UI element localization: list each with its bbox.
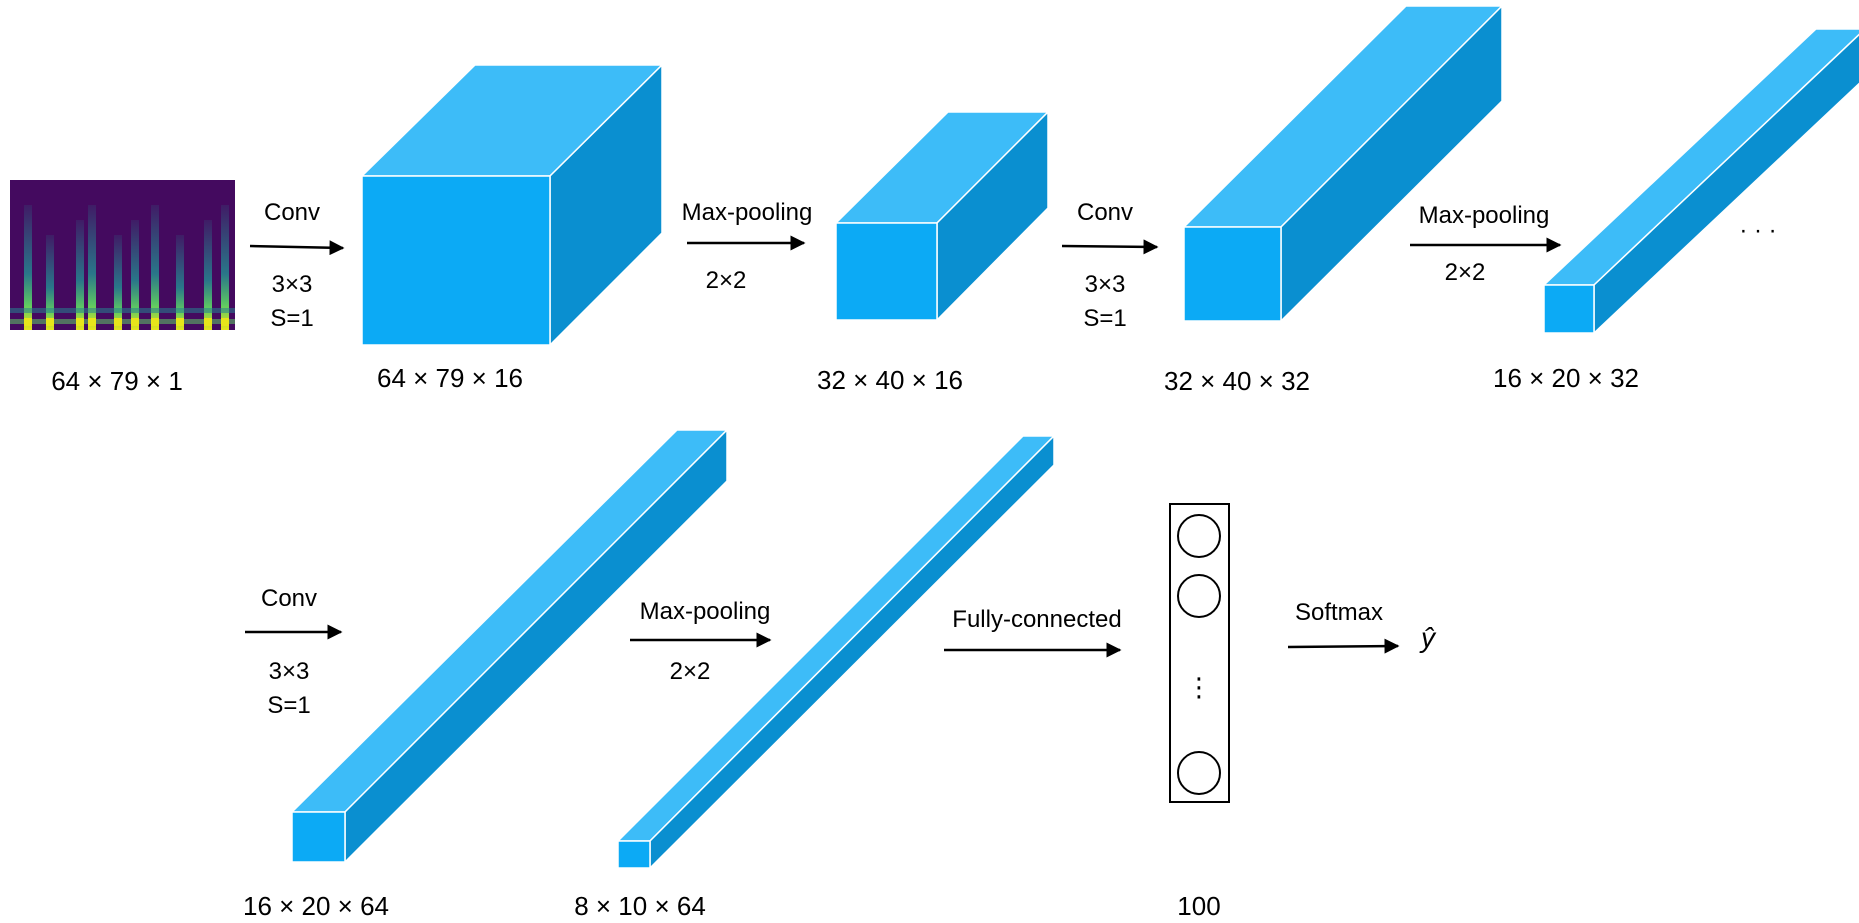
spectrogram-peak (24, 318, 32, 326)
spectrogram-harmonic (10, 319, 235, 324)
op-name: Fully-connected (952, 606, 1121, 633)
spectrogram-peak (221, 318, 229, 326)
arrow (249, 240, 345, 256)
maxpool-op-3: Max-pooling 2×2 (630, 598, 772, 685)
input-dims-label: 64 × 79 × 1 (51, 366, 183, 396)
maxpool-op-2: Max-pooling 2×2 (1410, 202, 1562, 286)
op-stride: S=1 (270, 305, 313, 332)
output-y-hat: ŷ (1419, 622, 1437, 653)
conv-op-3: Conv 3×3 S=1 (245, 585, 343, 719)
feature-map-6-dims: 8 × 10 × 64 (574, 891, 706, 921)
continuation-ellipsis: · · · (1739, 217, 1776, 244)
spectrogram-peak (114, 318, 122, 326)
neuron-ellipsis: ⋮ (1186, 672, 1212, 702)
spectrogram-peak (176, 318, 184, 326)
cube-front (1183, 226, 1282, 322)
op-stride: S=1 (1083, 305, 1126, 332)
spectrogram-band (131, 220, 139, 330)
arrow (1061, 239, 1159, 255)
arrow (1287, 638, 1400, 654)
spectrogram-harmonic (10, 308, 235, 313)
spectrogram-band (204, 220, 212, 330)
op-pool-size: 2×2 (670, 658, 711, 685)
neuron (1177, 751, 1221, 795)
conv-op-1: Conv 3×3 S=1 (249, 199, 345, 332)
spectrogram-peak (76, 318, 84, 326)
feature-map-5-dims: 16 × 20 × 64 (243, 891, 389, 921)
feature-map-1 (361, 64, 663, 346)
op-name: Max-pooling (640, 598, 771, 625)
spectrogram-peak (131, 318, 139, 326)
op-name: Conv (261, 585, 317, 612)
cube-front (361, 175, 551, 346)
cube-top (1543, 28, 1859, 286)
op-kernel: 3×3 (269, 658, 310, 685)
op-name: Max-pooling (682, 199, 813, 226)
feature-map-3 (1183, 5, 1503, 322)
spectrogram-peak (88, 318, 96, 326)
cube-front (835, 222, 938, 321)
feature-map-4-dims: 16 × 20 × 32 (1493, 363, 1639, 393)
spectrogram-band (24, 205, 32, 330)
cube-front (1543, 284, 1595, 334)
op-name: Softmax (1295, 599, 1383, 626)
fc-layer-box (1169, 503, 1230, 803)
softmax-op: Softmax (1287, 599, 1400, 654)
spectrogram-band (88, 205, 96, 330)
neuron (1177, 514, 1221, 558)
feature-map-5 (291, 429, 728, 863)
fc-layer: ⋮ (1169, 503, 1230, 803)
feature-map-4 (1543, 28, 1859, 334)
feature-map-1-dims: 64 × 79 × 16 (377, 363, 523, 393)
spectrogram-peak (46, 318, 54, 326)
spectrogram-band (114, 235, 122, 330)
op-kernel: 3×3 (272, 271, 313, 298)
op-name: Max-pooling (1419, 202, 1550, 229)
cube-front (291, 811, 346, 863)
op-stride: S=1 (267, 692, 310, 719)
input-spectrogram (10, 180, 235, 330)
cube-side (1593, 33, 1859, 334)
fc-layer-dims: 100 (1177, 891, 1220, 921)
cube-side (649, 435, 1055, 869)
feature-map-3-dims: 32 × 40 × 32 (1164, 366, 1310, 396)
spectrogram-band (76, 220, 84, 330)
op-pool-size: 2×2 (706, 267, 747, 294)
spectrogram-band (176, 235, 184, 330)
cube-front (617, 840, 651, 869)
spectrogram-band (151, 205, 159, 330)
maxpool-op-1: Max-pooling 2×2 (682, 199, 813, 294)
neuron (1177, 574, 1221, 618)
spectrogram-peak (204, 318, 212, 326)
spectrogram-band (46, 235, 54, 330)
spectrogram-peak (151, 318, 159, 326)
feature-map-6 (617, 435, 1055, 869)
op-name: Conv (264, 199, 320, 226)
feature-map-2 (835, 111, 1049, 321)
fully-connected-op: Fully-connected (944, 606, 1122, 658)
op-name: Conv (1077, 199, 1133, 226)
op-kernel: 3×3 (1085, 271, 1126, 298)
op-pool-size: 2×2 (1445, 259, 1486, 286)
conv-op-2: Conv 3×3 S=1 (1061, 199, 1159, 332)
feature-map-2-dims: 32 × 40 × 16 (817, 365, 963, 395)
spectrogram-band (221, 205, 229, 330)
